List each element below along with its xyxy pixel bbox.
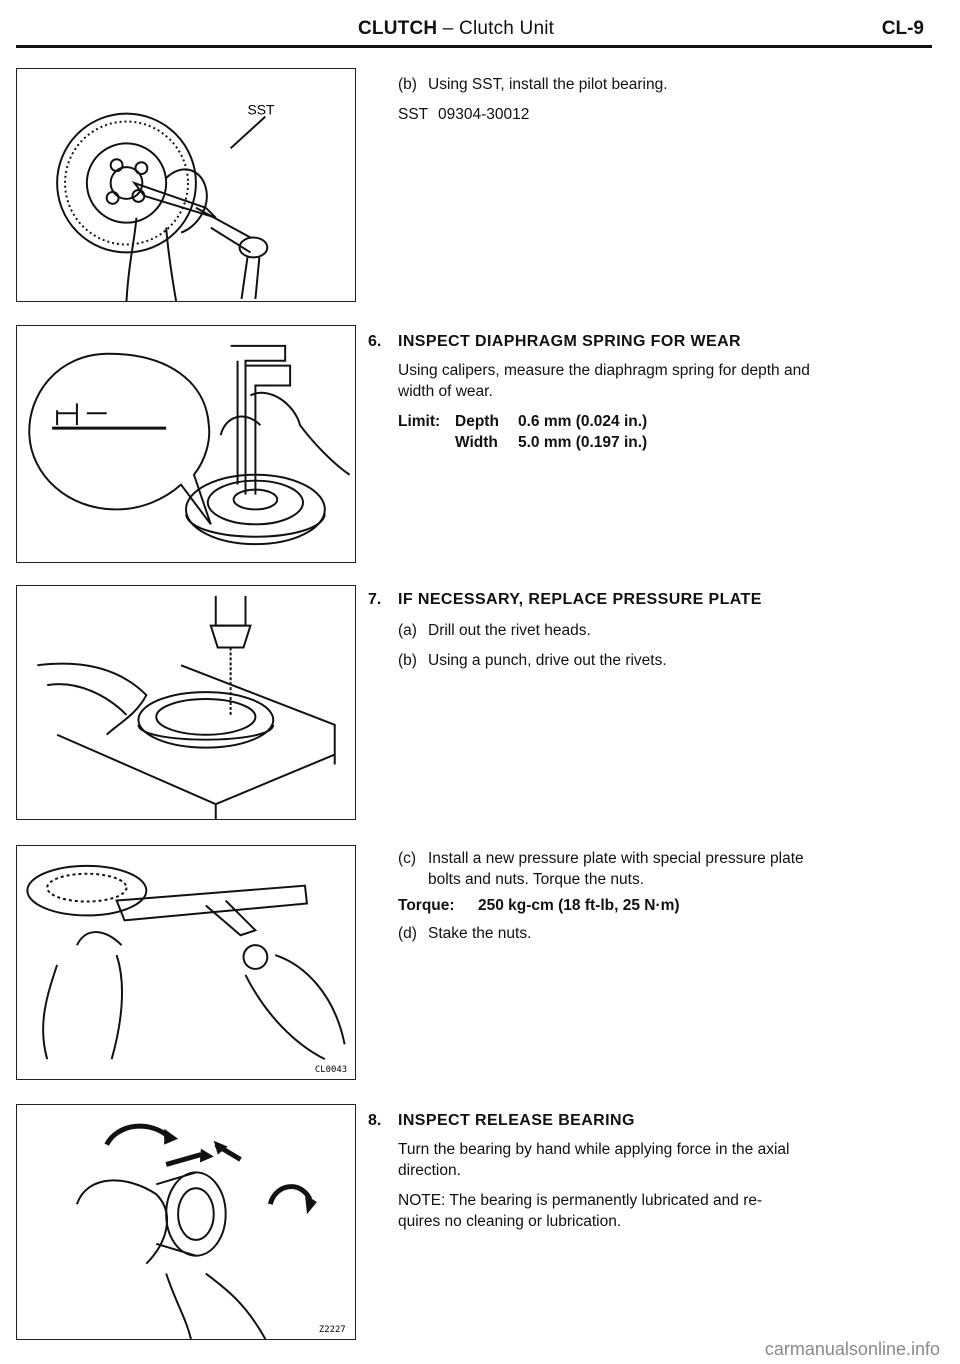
step6-number: 6. bbox=[368, 333, 382, 350]
step7b-text: Using a punch, drive out the rivets. bbox=[428, 652, 667, 669]
figure-torque-pressure-plate: CL0043 bbox=[16, 845, 356, 1080]
step7-number: 7. bbox=[368, 591, 382, 608]
watermark: carmanualsonline.info bbox=[764, 1339, 940, 1359]
step7c-line1: Install a new pressure plate with specia… bbox=[428, 850, 804, 867]
calipers-illustration bbox=[28, 344, 351, 546]
step7d-label: (d) bbox=[398, 925, 417, 942]
figure-pilot-bearing-install: SST bbox=[16, 68, 356, 302]
figure-diaphragm-spring-calipers bbox=[16, 325, 356, 563]
figure-drill-rivet-heads bbox=[16, 585, 356, 820]
figure-code-z2227: Z2227 bbox=[319, 1325, 346, 1335]
step7d-text: Stake the nuts. bbox=[428, 925, 532, 942]
release-bearing-illustration: Z2227 bbox=[75, 1123, 346, 1339]
width-value: 5.0 mm (0.197 in.) bbox=[518, 434, 648, 451]
step7b-label: (b) bbox=[398, 652, 417, 669]
torque-wrench-illustration: CL0043 bbox=[26, 864, 347, 1075]
step7-title: IF NECESSARY, REPLACE PRESSURE PLATE bbox=[398, 591, 762, 608]
limit-label: Limit: bbox=[398, 413, 441, 430]
figure-code-cl0043: CL0043 bbox=[315, 1065, 347, 1075]
step7c-line2: bolts and nuts. Torque the nuts. bbox=[428, 871, 645, 888]
page-title: CLUTCH – Clutch Unit bbox=[358, 18, 555, 39]
sst-number: 09304-30012 bbox=[438, 106, 530, 123]
torque-label: Torque: bbox=[398, 897, 455, 914]
note-line2: quires no cleaning or lubrication. bbox=[398, 1213, 622, 1230]
step7a-label: (a) bbox=[398, 622, 417, 639]
step6-title: INSPECT DIAPHRAGM SPRING FOR WEAR bbox=[398, 333, 741, 350]
step6-body-line1: Using calipers, measure the diaphragm sp… bbox=[398, 362, 810, 379]
step5b-text: Using SST, install the pilot bearing. bbox=[428, 76, 668, 93]
flywheel-illustration: SST bbox=[56, 102, 275, 301]
header-rule bbox=[16, 45, 932, 48]
width-label: Width bbox=[455, 434, 498, 451]
drill-illustration bbox=[37, 595, 336, 819]
sst-label: SST bbox=[398, 106, 429, 123]
step7a-text: Drill out the rivet heads. bbox=[428, 622, 591, 639]
depth-value: 0.6 mm (0.024 in.) bbox=[518, 413, 648, 430]
step8-body-line1: Turn the bearing by hand while applying … bbox=[398, 1141, 790, 1158]
note-line1: NOTE: The bearing is permanently lubrica… bbox=[398, 1192, 763, 1209]
step8-title: INSPECT RELEASE BEARING bbox=[398, 1112, 635, 1129]
figure-release-bearing: Z2227 bbox=[16, 1104, 356, 1340]
sst-callout: SST bbox=[247, 102, 275, 118]
step5b-label: (b) bbox=[398, 76, 417, 93]
step8-body-line2: direction. bbox=[398, 1162, 461, 1179]
depth-label: Depth bbox=[455, 413, 499, 430]
page-number: CL-9 bbox=[881, 18, 924, 39]
step7c-label: (c) bbox=[398, 850, 417, 867]
step6-body-line2: width of wear. bbox=[398, 383, 493, 400]
step8-number: 8. bbox=[368, 1112, 382, 1129]
torque-value: 250 kg-cm (18 ft-lb, 25 N·m) bbox=[478, 897, 680, 914]
